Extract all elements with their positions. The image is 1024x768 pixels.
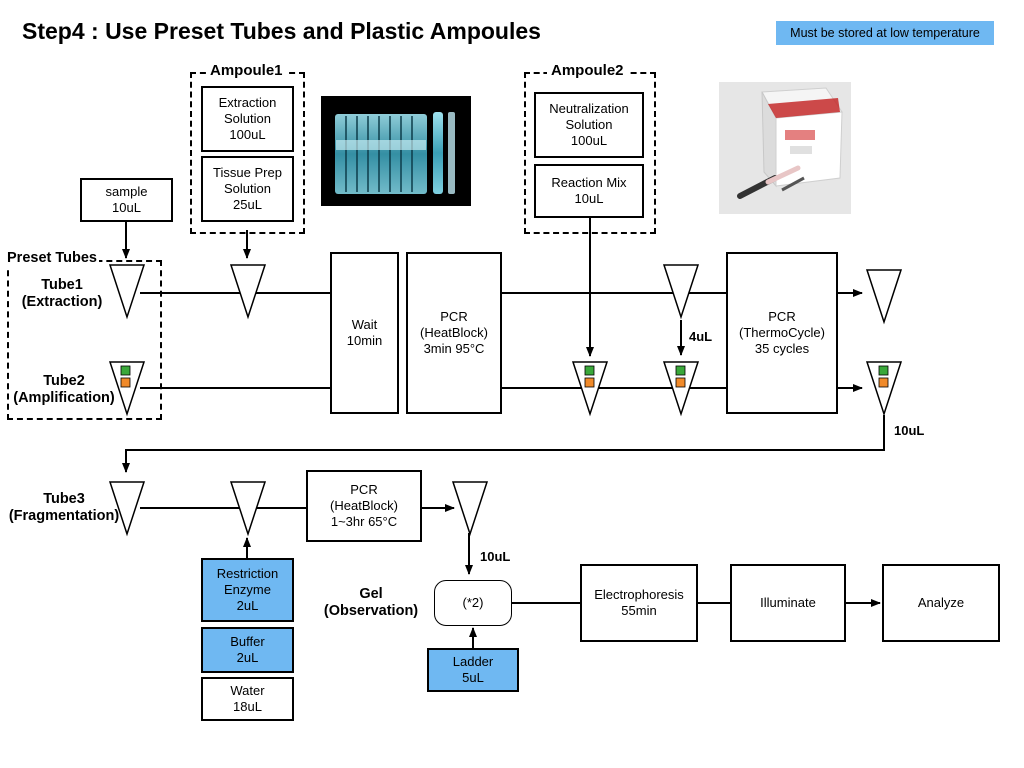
pcr2-line2: (ThermoCycle) [739, 325, 825, 340]
orange-marker [120, 377, 131, 388]
illuminate-text: Illuminate [760, 595, 816, 610]
pcr3-line3: 1~3hr 65°C [330, 514, 398, 529]
orange-marker [584, 377, 595, 388]
pcr1-line2: (HeatBlock) [420, 325, 488, 340]
neutralization-line1: Neutralization [549, 101, 629, 116]
analyze-text: Analyze [917, 595, 965, 610]
tube2-label: Tube2 (Amplification) [8, 373, 120, 407]
product-box-photo [719, 82, 851, 214]
tissue-prep-line1: Tissue Prep [213, 165, 282, 180]
tube2-name: Tube2 [43, 373, 85, 389]
water-volume: 18uL [233, 699, 262, 714]
green-marker [584, 365, 595, 376]
tissue-prep-solution-box: Tissue Prep Solution 25uL [201, 156, 294, 222]
ampoule2-label: Ampoule2 [547, 62, 628, 79]
analyze-box: Analyze [882, 564, 1000, 642]
gel-name: Gel [359, 586, 383, 602]
reaction-mix-volume: 10uL [574, 191, 604, 206]
green-marker [120, 365, 131, 376]
illuminate-box: Illuminate [730, 564, 846, 642]
extraction-solution-box: Extraction Solution 100uL [201, 86, 294, 152]
buffer-volume: 2uL [236, 650, 259, 665]
pcr-heatblock-box: PCR (HeatBlock) 3min 95°C [406, 252, 502, 414]
tube3-after-enzyme [229, 481, 267, 537]
tube1-final [865, 269, 903, 325]
neutralization-line2: Solution [565, 117, 613, 132]
transfer-4ul-label: 4uL [689, 329, 713, 344]
tube3-label: Tube3 (Fragmentation) [4, 491, 124, 525]
restriction-line1: Restriction [216, 566, 279, 581]
restriction-volume: 2uL [236, 598, 259, 613]
preset-tubes-label: Preset Tubes [5, 250, 99, 266]
ladder-line1: Ladder [452, 654, 494, 669]
ampoule1-label: Ampoule1 [206, 62, 287, 79]
sample-line1: sample [105, 184, 148, 199]
neutralization-volume: 100uL [570, 133, 608, 148]
pcr3-line2: (HeatBlock) [330, 498, 398, 513]
reaction-mix-line1: Reaction Mix [551, 175, 627, 190]
wait-box: Wait 10min [330, 252, 399, 414]
ladder-volume: 5uL [462, 670, 484, 685]
ladder-box: Ladder 5uL [427, 648, 519, 692]
gel-load-10ul-label: 10uL [480, 549, 511, 564]
extraction-line2: Solution [224, 111, 271, 126]
restriction-line2: Enzyme [224, 582, 271, 597]
pcr-thermocycle-box: PCR (ThermoCycle) 35 cycles [726, 252, 838, 414]
buffer-box: Buffer 2uL [201, 627, 294, 673]
water-box: Water 18uL [201, 677, 294, 721]
electrophoresis-duration: 55min [621, 603, 657, 618]
pcr1-line1: PCR [440, 309, 468, 324]
electrophoresis-line1: Electrophoresis [594, 587, 684, 602]
pcr3-line1: PCR [350, 482, 378, 497]
neutralization-solution-box: Neutralization Solution 100uL [534, 92, 644, 158]
transfer-10ul-label: 10uL [894, 423, 925, 438]
sample-box: sample 10uL [80, 178, 173, 222]
gel-well-box: (*2) [434, 580, 512, 626]
tube2-markers [120, 365, 889, 388]
tube1-role: (Extraction) [21, 294, 103, 310]
reaction-mix-box: Reaction Mix 10uL [534, 164, 644, 218]
tube2-final [865, 361, 903, 417]
gel-role: (Observation) [323, 603, 419, 619]
tube2-after-ampoule2 [571, 361, 609, 417]
pcr1-line3: 3min 95°C [423, 341, 485, 356]
tube2-initial [108, 361, 146, 417]
green-marker [878, 365, 889, 376]
tube1-after-ampoule1 [229, 264, 267, 320]
tube2-after-transfer [662, 361, 700, 417]
tube3-feed-arrow [122, 415, 885, 473]
extraction-volume: 100uL [229, 127, 266, 142]
wait-line1: Wait [351, 317, 378, 332]
pcr-heatblock-2-box: PCR (HeatBlock) 1~3hr 65°C [306, 470, 422, 542]
ampoule-strip-photo [321, 96, 471, 206]
tissue-prep-volume: 25uL [233, 197, 262, 212]
buffer-line1: Buffer [230, 634, 265, 649]
tube3-final [451, 481, 489, 537]
gel-well-text: (*2) [462, 595, 484, 610]
water-line1: Water [230, 683, 265, 698]
wait-duration: 10min [346, 333, 383, 348]
pcr2-line3: 35 cycles [754, 341, 810, 356]
extraction-line1: Extraction [218, 95, 277, 110]
tube3-initial [108, 481, 146, 537]
electrophoresis-box: Electrophoresis 55min [580, 564, 698, 642]
tube2-role: (Amplification) [13, 390, 115, 406]
pcr2-line1: PCR [768, 309, 796, 324]
tube3-name: Tube3 [43, 491, 85, 507]
storage-note-badge: Must be stored at low temperature [776, 21, 994, 45]
orange-marker [878, 377, 889, 388]
orange-marker [675, 377, 686, 388]
tube1-after-pcr1 [662, 264, 700, 320]
tissue-prep-line2: Solution [224, 181, 271, 196]
tube1-initial [108, 264, 146, 320]
page-title: Step4 : Use Preset Tubes and Plastic Amp… [22, 18, 541, 44]
green-marker [675, 365, 686, 376]
gel-label: Gel (Observation) [318, 586, 424, 620]
restriction-enzyme-box: Restriction Enzyme 2uL [201, 558, 294, 622]
tube1-name: Tube1 [41, 277, 83, 293]
sample-volume: 10uL [112, 200, 141, 215]
tube1-label: Tube1 (Extraction) [14, 277, 110, 311]
tube3-role: (Fragmentation) [8, 508, 120, 524]
